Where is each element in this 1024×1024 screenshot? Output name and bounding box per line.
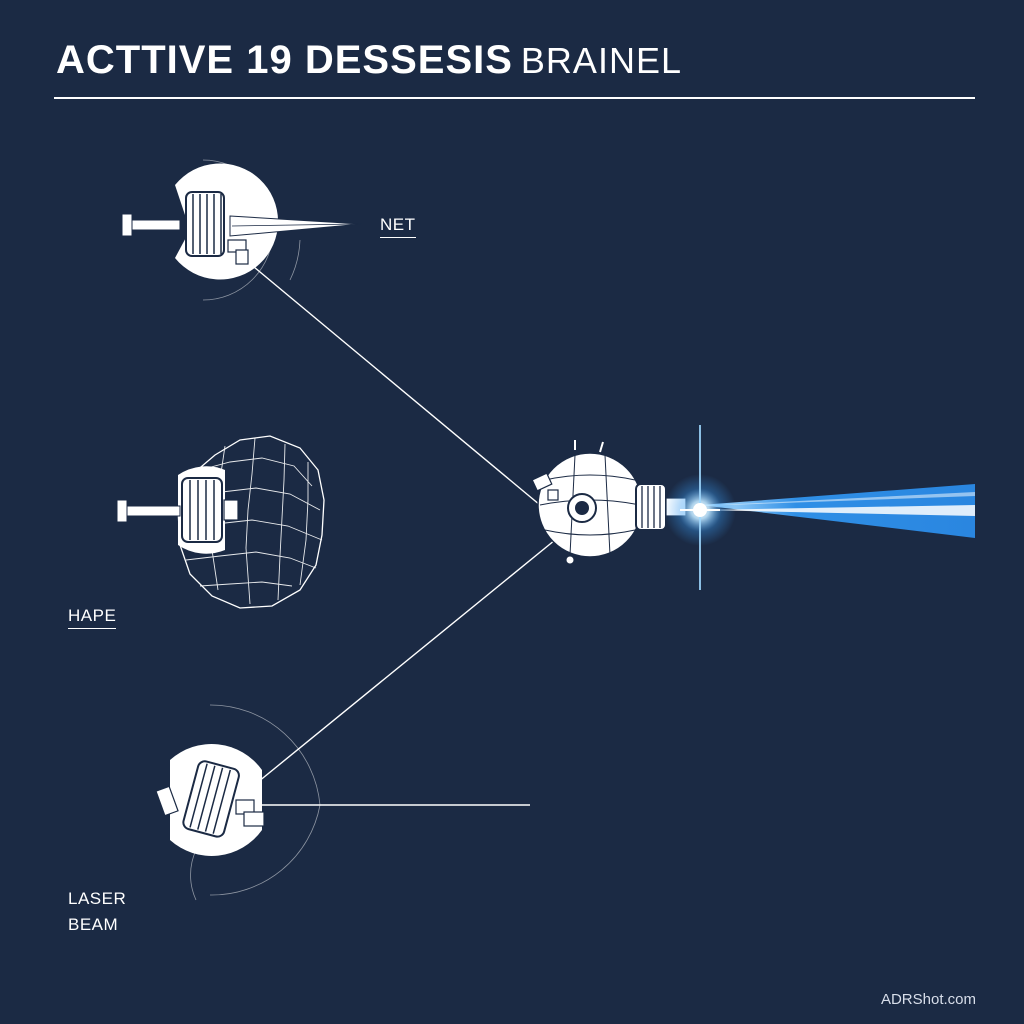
label-hape-text: HAPE [68, 606, 117, 629]
connector-harpoon-to-target [247, 261, 541, 506]
label-net-text: NET [380, 215, 416, 238]
label-laser-line2: BEAM [68, 914, 119, 934]
watermark: ADRShot.com [880, 991, 976, 1008]
title-main: ACTTIVE 19 DESSESIS [56, 38, 513, 82]
laser-beam-icon [664, 425, 975, 590]
connector-lines [247, 261, 556, 806]
satellite-net-icon [116, 435, 325, 609]
label-laser-line1: LASER [68, 889, 127, 908]
satellite-laser-icon [155, 704, 321, 901]
title-divider [54, 97, 975, 99]
title-suffix: BRAINEL [520, 40, 682, 81]
label-laser-beam: LASER BEAM [68, 886, 126, 937]
target-satellite-icon [531, 440, 687, 565]
label-hape: HAPE [68, 603, 117, 629]
satellite-harpoon-icon [121, 159, 363, 301]
label-net: NET [380, 212, 416, 238]
connector-laser-to-target [257, 539, 556, 783]
